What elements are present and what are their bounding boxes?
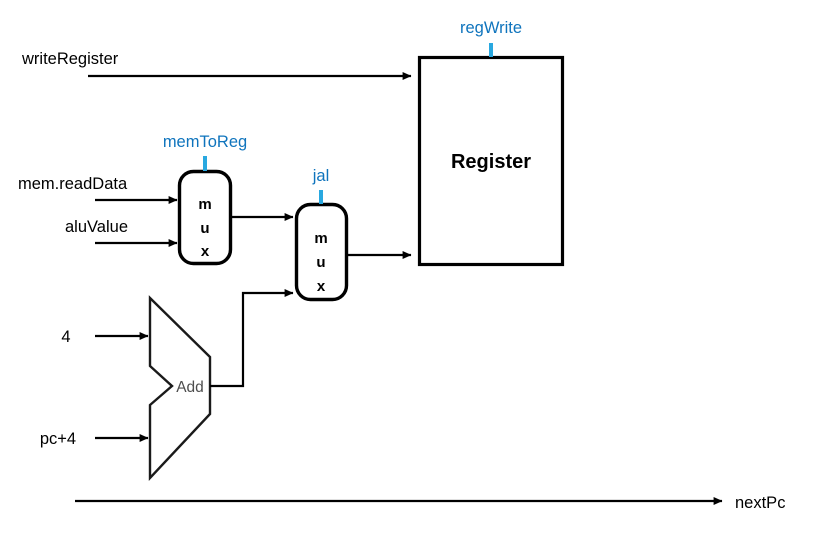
mem-to-reg-control-label: memToReg [163,133,247,151]
mem-to-reg-mux-label-x: x [201,243,210,260]
jal-mux-label-m: m [314,230,327,247]
register-block[interactable] [417,55,565,267]
add-output-wire [210,289,294,388]
alu-value-label: aluValue [65,218,128,236]
mem-to-reg-mux-label-m: m [198,196,211,213]
pc-plus-four-input-label: pc+4 [40,430,76,448]
mem-read-data-label: mem.readData [18,175,128,193]
jal-control-label: jal [312,167,330,185]
add-unit-label: Add [176,379,204,396]
write-register-label: writeRegister [21,50,119,68]
mem-to-reg-mux[interactable] [177,169,233,266]
register-block-label: Register [451,151,531,173]
jal-mux-label-x: x [317,278,326,295]
jal-mux[interactable] [294,202,349,302]
add-unit[interactable] [148,295,212,482]
next-pc-label: nextPc [735,494,785,512]
reg-write-control-label: regWrite [460,19,522,37]
jal-mux-label-u: u [316,254,325,271]
four-input-label: 4 [61,328,70,346]
mem-to-reg-mux-label-u: u [200,220,209,237]
